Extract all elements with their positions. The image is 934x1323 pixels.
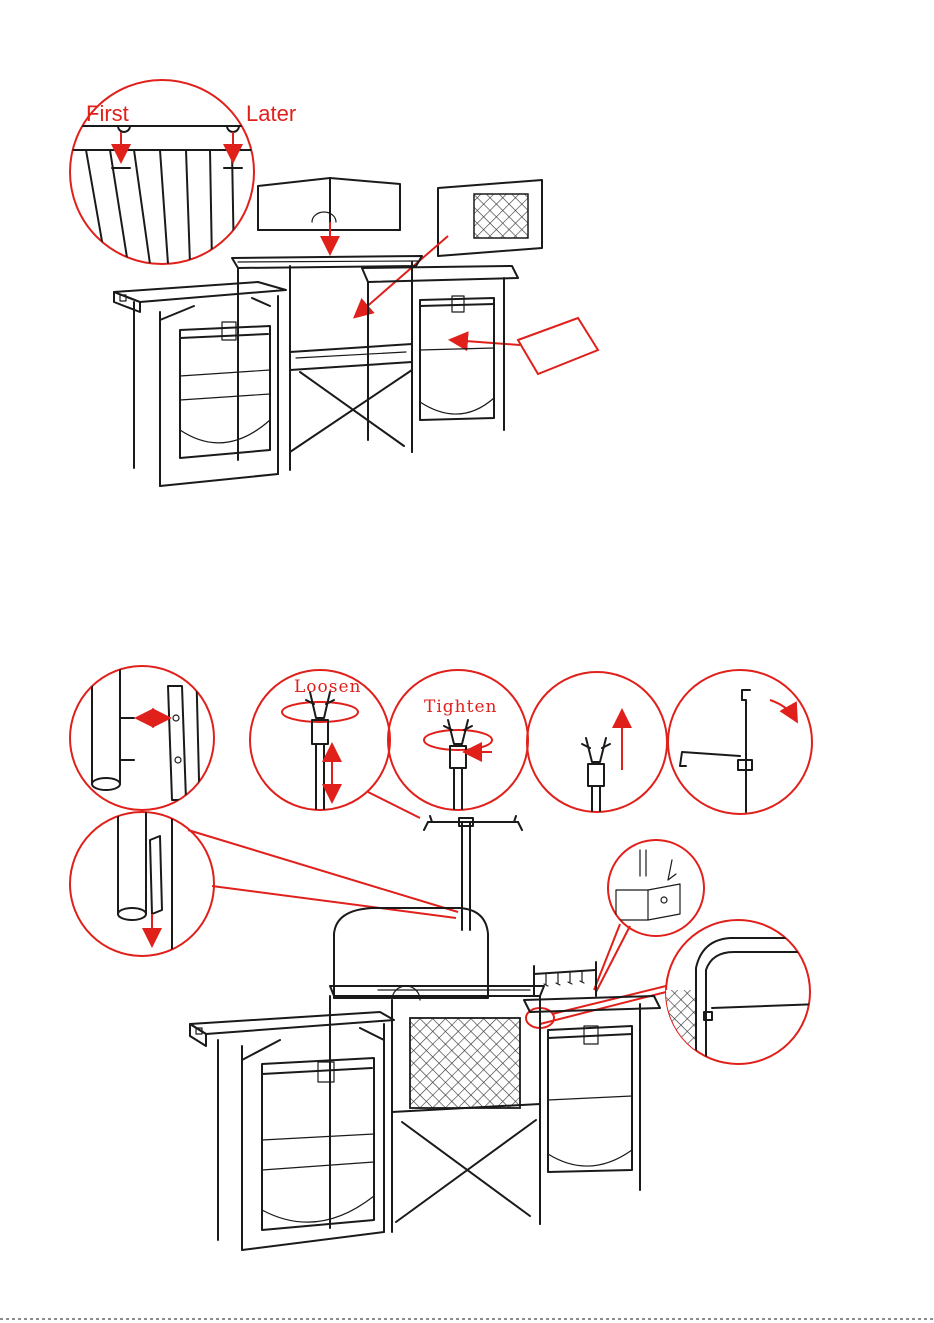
label-tighten: Tighten [424, 697, 497, 717]
detail-circle-tighten: Tighten [388, 670, 528, 812]
label-loosen: Loosen [294, 677, 362, 697]
detail-circle-loosen: Loosen [250, 670, 390, 812]
detail-circle-rotate [668, 670, 812, 814]
windscreen-panel [258, 178, 400, 252]
detail-circle-bracket [608, 840, 704, 936]
lantern-stand [424, 816, 522, 930]
detail-circle-pull-up [527, 672, 667, 812]
detail-circle-corner [666, 920, 820, 1070]
label-first: First [86, 101, 129, 126]
camp-kitchen-top [114, 256, 518, 486]
label-later: Later [246, 101, 296, 126]
mesh-storage-box [356, 180, 542, 316]
top-diagram: First Later [70, 80, 598, 486]
camp-kitchen-bottom [190, 908, 660, 1250]
detail-circle-first-later: First Later [70, 80, 296, 264]
side-panel-insert [452, 318, 598, 374]
bottom-diagram: Loosen Tighten [70, 660, 820, 1250]
detail-circle-leg-pins [70, 660, 214, 820]
